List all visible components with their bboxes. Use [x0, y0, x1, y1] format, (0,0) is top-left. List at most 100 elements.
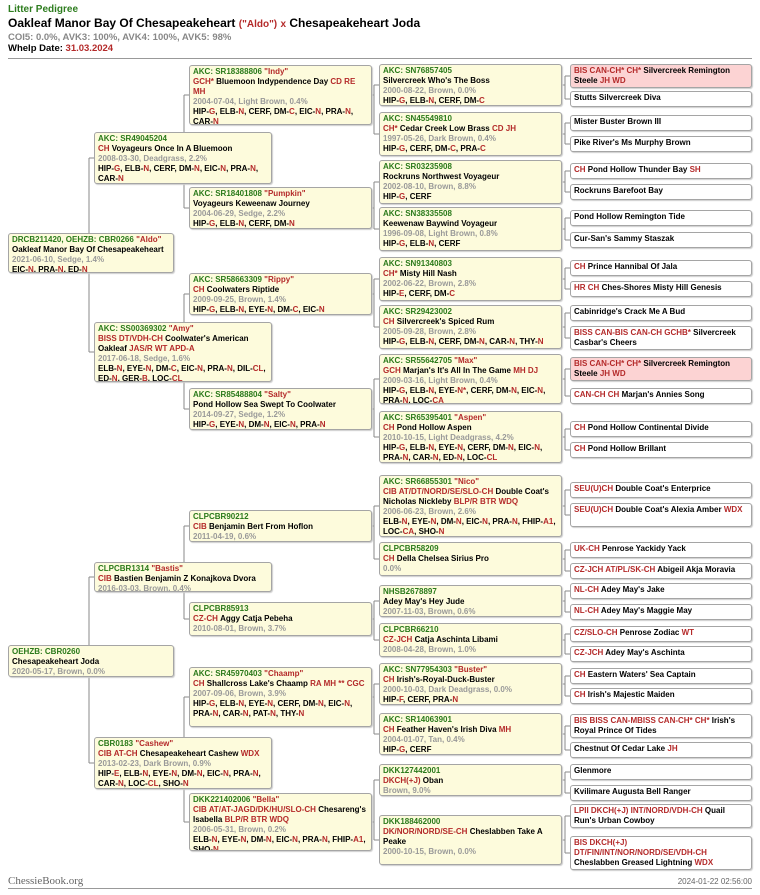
dog-box-gen4-14[interactable]: CH Pond Hollow Continental Divide — [570, 421, 752, 437]
dog-box-gen2-1[interactable]: AKC: SR18401808 "Pumpkin"Voyageurs Kewee… — [189, 187, 372, 229]
dog-box-gen2-3[interactable]: AKC: SR85488804 "Salty"Pond Hollow Sea S… — [189, 388, 372, 430]
health-test: ED-N — [98, 374, 118, 382]
dog-box-gen3-12[interactable]: AKC: SN77954303 "Buster"CH Irish's-Royal… — [379, 663, 562, 705]
dog-box-gen4-28[interactable]: Glenmore — [570, 764, 752, 780]
dog-box-gen4-8[interactable]: CH Prince Hannibal Of Jala — [570, 260, 752, 276]
dog-box-gen2-6[interactable]: AKC: SR45970403 "Chaamp"CH Shallcross La… — [189, 667, 372, 727]
dog-box-gen4-15[interactable]: CH Pond Hollow Brillant — [570, 442, 752, 458]
health-results: HIP-G, ELB-N, CERF, DM-C, EIC-N, PRA-N, … — [193, 107, 354, 125]
dog-box-gen4-12[interactable]: BIS CAN-CH* CH* Silvercreek Remington St… — [570, 357, 752, 381]
dam-name[interactable]: Chesapeakeheart Joda — [289, 16, 421, 30]
dog-box-gen4-30[interactable]: LPII DKCH(+J) INT/NORD/VDH-CH Quail Run'… — [570, 804, 752, 828]
dog-box-gen4-25[interactable]: CH Irish's Majestic Maiden — [570, 688, 752, 704]
title-prefix: CZ-CH — [193, 614, 218, 623]
health-test: CERF — [438, 337, 460, 346]
health-test: EIC-N — [328, 699, 350, 708]
dog-box-gen4-22[interactable]: CZ/SLO-CH Penrose Zodiac WT — [570, 626, 752, 642]
registration-number: CLPCBR66210 — [383, 625, 439, 634]
dog-name: Aggy Catja Pebeha — [220, 614, 293, 623]
dog-box-gen4-26[interactable]: BIS BISS CAN-MBISS CAN-CH* CH* Irish's R… — [570, 714, 752, 738]
dog-box-gen4-18[interactable]: UK-CH Penrose Yackidy Yack — [570, 542, 752, 558]
dog-box-gen4-10[interactable]: Cabinridge's Crack Me A Bud — [570, 305, 752, 321]
health-test: CERF — [467, 443, 489, 452]
registration-number: CLPCBR1314 — [98, 564, 150, 573]
dog-box-gen4-5[interactable]: Rockruns Barefoot Bay — [570, 184, 752, 200]
page-heading: Litter Pedigree — [8, 4, 79, 15]
dog-box-gen2-2[interactable]: AKC: SR58663309 "Rippy"CH Coolwaters Rip… — [189, 273, 372, 315]
dog-box-gen4-9[interactable]: HR CH Ches-Shores Misty Hill Genesis — [570, 281, 752, 297]
dog-box-gen2-0[interactable]: AKC: SR18388806 "Indy"GCH* Bluemoon Indy… — [189, 65, 372, 125]
dog-box-gen4-27[interactable]: Chestnut Of Cedar Lake JH — [570, 742, 752, 758]
dog-box-gen0-0[interactable]: DRCB211420, OEHZB: CBR0266 "Aldo"Oakleaf… — [8, 233, 174, 273]
health-test: EYE-N — [126, 364, 152, 373]
dog-name: Catja Aschinta Libami — [414, 635, 498, 644]
dog-box-gen1-1[interactable]: AKC: SS00369302 "Amy"BISS DT/VDH-CH Cool… — [94, 322, 272, 382]
health-test: EIC-N — [206, 769, 229, 778]
dog-box-gen4-19[interactable]: CZ-JCH AT/PL/SK-CH Abigeil Akja Moravia — [570, 563, 752, 579]
dog-box-gen4-21[interactable]: NL-CH Adey May's Maggie May — [570, 604, 752, 620]
dog-info: 2011-04-19, 0.6% — [193, 532, 257, 541]
connector-gen3-13 — [562, 725, 570, 751]
dog-box-gen4-13[interactable]: CAN-CH CH Marjan's Annies Song — [570, 388, 752, 404]
site-name[interactable]: ChessieBook.org — [8, 875, 84, 887]
dog-box-gen4-4[interactable]: CH Pond Hollow Thunder Bay SH — [570, 163, 752, 179]
dog-box-gen4-2[interactable]: Mister Buster Brown III — [570, 115, 752, 131]
dog-name: Silvercreek's Spiced Rum — [396, 317, 495, 326]
health-test: FHIP-A1 — [332, 835, 364, 844]
dog-name: Pike River's Ms Murphy Brown — [574, 138, 691, 147]
dog-name: Chestnut Of Cedar Lake — [574, 744, 666, 753]
dog-box-gen4-0[interactable]: BIS CAN-CH* CH* Silvercreek Remington St… — [570, 64, 752, 88]
dog-box-gen4-1[interactable]: Stutts Silvercreek Diva — [570, 91, 752, 107]
dog-info: 2016-03-03, Brown, 0.4% — [98, 584, 191, 592]
dog-box-gen3-6[interactable]: AKC: SR55642705 "Max"GCH Marjan's It's A… — [379, 354, 562, 404]
sire-name[interactable]: Oakleaf Manor Bay Of Chesapeakeheart — [8, 16, 236, 30]
title-prefix: CH — [574, 423, 586, 432]
dog-box-gen4-24[interactable]: CH Eastern Waters' Sea Captain — [570, 668, 752, 684]
dog-box-gen4-11[interactable]: BISS CAN-BIS CAN-CH GCHB* Silvercreek Ca… — [570, 326, 752, 350]
dog-box-gen4-20[interactable]: NL-CH Adey May's Jake — [570, 583, 752, 599]
title-prefix: DKCH(+J) — [383, 776, 421, 785]
connector-gen3-5 — [562, 312, 570, 339]
generated-date: 2024-01-22 02:56:00 — [677, 877, 752, 886]
dog-box-gen4-7[interactable]: Cur-San's Sammy Staszak — [570, 232, 752, 248]
dog-box-gen4-6[interactable]: Pond Hollow Remington Tide — [570, 210, 752, 226]
health-test: PRA-N — [230, 164, 256, 173]
dog-name: Marjan's It's All In The Game — [403, 366, 511, 375]
dog-box-gen3-7[interactable]: AKC: SR65395401 "Aspen"CH Pond Hollow As… — [379, 411, 562, 463]
dog-box-gen3-8[interactable]: AKC: SR66855301 "Nico"CIB AT/DT/NORD/SE/… — [379, 475, 562, 537]
dog-box-gen4-3[interactable]: Pike River's Ms Murphy Brown — [570, 136, 752, 152]
dog-info: 2014-09-27, Sedge, 1.2% — [193, 410, 286, 419]
dog-box-gen4-17[interactable]: SEU(U)CH Double Coat's Alexia Amber WDX — [570, 503, 752, 527]
dog-box-gen4-29[interactable]: Kvilimare Augusta Bell Ranger — [570, 785, 752, 801]
health-test: ELB-N — [409, 337, 435, 346]
dog-box-gen1-2[interactable]: CLPCBR1314 "Bastis"CIB Bastien Benjamin … — [94, 562, 272, 592]
health-results: HIP-G, ELB-N, EYE-N, CERF, DM-N, EIC-N, … — [383, 443, 543, 462]
dog-box-gen4-16[interactable]: SEU(U)CH Double Coat's Enterprice — [570, 482, 752, 498]
health-results: HIP-G, ELB-N, EYE-N*, CERF, DM-N, EIC-N,… — [383, 386, 546, 404]
health-test: DM-N — [181, 769, 203, 778]
dog-box-gen4-23[interactable]: CZ-JCH Adey May's Aschinta — [570, 646, 752, 662]
dog-name: Bastien Benjamin Z Konajkova Dvora — [114, 574, 256, 583]
title-prefix: CH* — [383, 124, 398, 133]
dog-box-gen4-31[interactable]: BIS DKCH(+J) DT/FIN/INT/NOR/NORD/SE/VDH-… — [570, 836, 752, 870]
dog-name: Coolwaters Riptide — [206, 285, 280, 294]
dog-box-gen1-3[interactable]: CBR0183 "Cashew"CIB AT-CH Chesapeakehear… — [94, 737, 272, 789]
title-prefix: CIB — [193, 522, 207, 531]
dog-box-gen2-7[interactable]: DKK221402006 "Bella"CIB AT/AT-JAGD/DK/HU… — [189, 793, 372, 851]
